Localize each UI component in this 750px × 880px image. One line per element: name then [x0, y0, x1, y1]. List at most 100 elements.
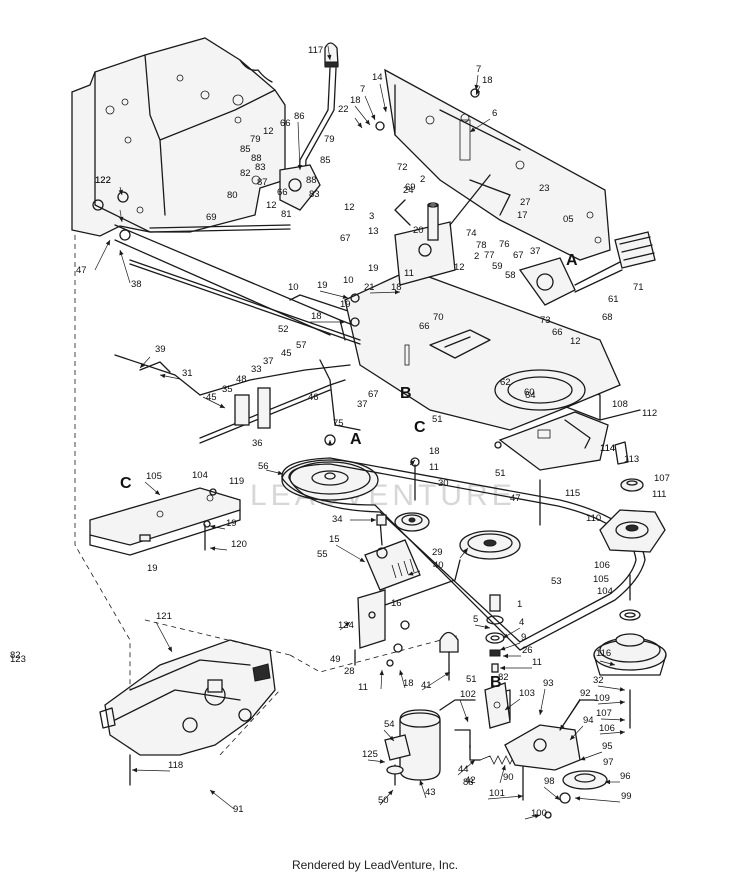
part-number-label: 90: [503, 772, 514, 783]
leader-line: [369, 291, 401, 294]
part-number-label: 96: [620, 771, 631, 782]
leader-arrowhead: [388, 790, 393, 796]
part-number-label: 55: [317, 549, 328, 560]
part-number-label: 31: [182, 368, 193, 379]
part-number-label: 95: [602, 741, 613, 752]
part-number-label: 51: [466, 674, 477, 685]
leader-arrowhead: [505, 705, 511, 710]
part-number-label: 79: [324, 134, 335, 145]
bracket-b: [484, 682, 511, 729]
part-number-label: 42: [465, 775, 476, 786]
part-number-label: 118: [168, 760, 183, 771]
part-number-label: 57: [296, 340, 307, 351]
part-number-label: 92: [580, 688, 591, 699]
leader-arrowhead: [619, 730, 625, 735]
leader-arrowhead: [503, 633, 509, 638]
part-number-label: 11: [404, 268, 414, 279]
leader-line: [209, 789, 235, 810]
part-number-label: 106: [599, 723, 615, 734]
part-number-label: 35: [222, 384, 233, 395]
part-number-label: 51: [495, 468, 506, 479]
leader-arrowhead: [469, 760, 475, 765]
part-number-label: 61: [608, 294, 619, 305]
part-number-label: 46: [308, 392, 319, 403]
leader-arrowhead: [371, 114, 376, 120]
ref-letter-c: C: [414, 419, 426, 436]
leader-arrowhead: [365, 119, 370, 125]
part-number-label: 50: [378, 795, 389, 806]
leader-arrowhead: [327, 54, 332, 60]
part-number-label: 33: [251, 364, 262, 375]
leader-arrowhead: [340, 319, 345, 325]
leader-arrowhead: [534, 814, 540, 819]
part-number-label: 19: [340, 299, 351, 310]
leader-arrowhead: [464, 716, 469, 722]
engine-pulley: [281, 459, 379, 501]
part-number-label: 122: [95, 175, 111, 186]
ref-letter-c: C: [120, 475, 132, 492]
part-number-label: 78: [476, 240, 487, 251]
part-number-label: 100: [531, 808, 547, 819]
part-number-label: 12: [570, 336, 581, 347]
part-number-label: 12: [266, 200, 277, 211]
part-number-label: 19: [368, 263, 379, 274]
part-number-label: 120: [231, 539, 247, 550]
leader-arrowhead: [154, 490, 160, 495]
part-number-label: 85: [240, 144, 251, 155]
part-number-label: 12: [454, 262, 465, 273]
part-number-label: 109: [594, 693, 610, 704]
part-number-label: 88: [251, 153, 262, 164]
leader-arrowhead: [119, 250, 124, 256]
part-number-label: 88: [463, 777, 474, 788]
part-number-label: 26: [522, 645, 533, 656]
leader-arrowhead: [160, 373, 166, 379]
leader-arrowhead: [538, 709, 544, 715]
part-number-label: 76: [499, 239, 510, 250]
part-number-label: 18: [311, 311, 322, 322]
leader-arrowhead: [210, 790, 216, 795]
mid-deck-plate: [344, 269, 621, 431]
part-number-label: 85: [320, 155, 331, 166]
part-number-label: 44: [458, 764, 469, 775]
part-number-label: 87: [257, 177, 268, 188]
part-number-label: 27: [520, 197, 531, 208]
part-number-label: 47: [76, 265, 87, 276]
leader-lines: [94, 45, 626, 820]
part-number-label: 11: [429, 462, 439, 473]
part-number-label: 79: [250, 134, 261, 145]
leader-line: [487, 795, 524, 800]
part-number-label: 74: [466, 228, 477, 239]
idler-small: [394, 512, 430, 532]
leader-arrowhead: [463, 548, 468, 554]
part-number-label: 51: [432, 414, 443, 425]
leader-arrowhead: [327, 440, 333, 445]
hardware: [92, 88, 571, 819]
spacer-stack: [485, 594, 505, 673]
part-number-label: 18: [350, 95, 361, 106]
fuel-tank: [384, 699, 476, 781]
part-number-label: 45: [281, 348, 292, 359]
part-number-label: 106: [594, 560, 610, 571]
part-number-label: 67: [513, 250, 524, 261]
part-number-label: 22: [338, 104, 349, 115]
part-number-label: 68: [602, 312, 613, 323]
leader-arrowhead: [140, 362, 145, 368]
leader-arrowhead: [444, 672, 450, 677]
part-number-label: 64: [525, 390, 536, 401]
idler-arm: [364, 514, 421, 591]
leader-arrowhead: [219, 403, 225, 408]
plate-c: [89, 487, 241, 556]
leader-arrowhead: [474, 84, 479, 90]
part-number-label: 67: [368, 389, 379, 400]
leader-arrowhead: [409, 460, 415, 466]
part-number-label: 18: [429, 446, 440, 457]
part-number-label: 102: [460, 689, 476, 700]
part-number-label: 13: [368, 226, 379, 237]
leader-arrowhead: [371, 517, 376, 523]
part-number-label: 94: [583, 715, 594, 726]
part-number-label: 53: [551, 576, 562, 587]
pedal-assembly: [518, 231, 656, 306]
leader-arrowhead: [500, 665, 505, 671]
part-number-label: 97: [603, 757, 614, 768]
leader-arrowhead: [119, 216, 124, 222]
